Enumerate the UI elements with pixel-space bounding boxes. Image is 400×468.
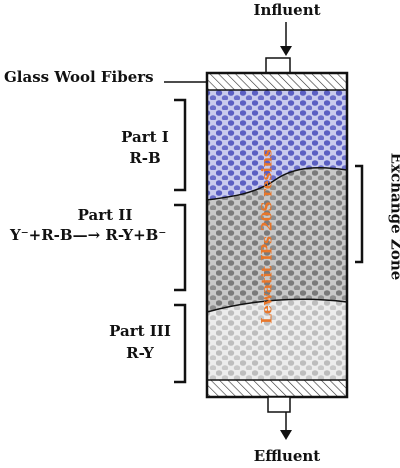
part3-subtitle: R-Y <box>126 344 154 362</box>
inlet-pipe <box>265 57 291 74</box>
effluent-arrowhead <box>280 430 292 440</box>
lower-front-line <box>207 298 347 313</box>
part1-subtitle: R-B <box>129 149 161 167</box>
blue-zone <box>207 90 347 200</box>
part2-bracket <box>174 203 187 292</box>
exchange-zone-label: Exchange Zone <box>387 152 400 281</box>
influent-label: Influent <box>253 1 321 19</box>
resin-label: Lewatit IPs 20S resins <box>259 149 276 324</box>
part3-title: Part III <box>109 322 171 340</box>
column-packing <box>207 90 347 380</box>
outlet-pipe <box>267 396 291 413</box>
influent-arrowhead <box>280 46 292 56</box>
part2-reaction: Y⁻+R-B—→ R-Y+B⁻ <box>10 226 167 244</box>
effluent-label: Effluent <box>253 447 321 465</box>
upper-front-line <box>207 166 347 201</box>
glass-wool-label: Glass Wool Fibers <box>4 68 154 86</box>
part1-title: Part I <box>121 128 169 146</box>
exchange-zone-bracket <box>355 164 364 264</box>
part3-bracket <box>174 303 187 384</box>
top-glass-wool <box>206 72 348 91</box>
part2-title: Part II <box>77 206 133 224</box>
part1-bracket <box>174 98 187 192</box>
bottom-glass-wool <box>206 379 348 398</box>
